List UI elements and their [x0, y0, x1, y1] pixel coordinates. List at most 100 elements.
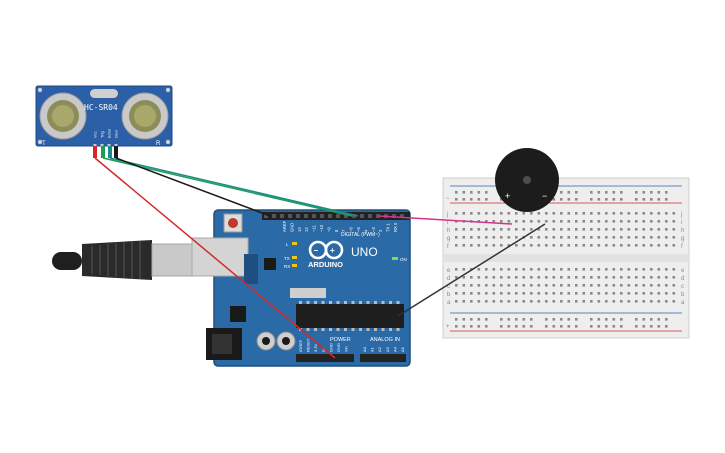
rail-hole[interactable] — [455, 318, 458, 321]
rail-hole[interactable] — [635, 198, 638, 201]
terminal-hole[interactable] — [590, 236, 593, 239]
terminal-hole[interactable] — [575, 228, 578, 231]
terminal-hole[interactable] — [642, 284, 646, 287]
terminal-hole[interactable] — [485, 236, 488, 239]
terminal-hole[interactable] — [582, 300, 586, 303]
terminal-hole[interactable] — [620, 268, 623, 271]
terminal-hole[interactable] — [590, 212, 593, 215]
terminal-hole[interactable] — [545, 268, 548, 271]
terminal-hole[interactable] — [575, 236, 578, 239]
terminal-hole[interactable] — [605, 220, 608, 223]
terminal-hole[interactable] — [462, 244, 466, 247]
terminal-hole[interactable] — [665, 284, 668, 287]
terminal-hole[interactable] — [470, 300, 473, 303]
terminal-hole[interactable] — [642, 228, 646, 231]
digital-pin[interactable] — [312, 214, 316, 218]
rail-hole[interactable] — [575, 198, 578, 201]
rail-hole[interactable] — [522, 325, 526, 328]
terminal-hole[interactable] — [515, 276, 518, 279]
rail-hole[interactable] — [552, 318, 556, 321]
rail-hole[interactable] — [665, 318, 668, 321]
terminal-hole[interactable] — [530, 220, 533, 223]
terminal-hole[interactable] — [672, 236, 676, 239]
terminal-hole[interactable] — [567, 212, 571, 215]
terminal-hole[interactable] — [560, 212, 563, 215]
wire-buzzer-gnd[interactable] — [397, 223, 546, 317]
rail-hole[interactable] — [455, 325, 458, 328]
terminal-hole[interactable] — [590, 268, 593, 271]
terminal-hole[interactable] — [507, 212, 511, 215]
rail-hole[interactable] — [657, 318, 661, 321]
terminal-hole[interactable] — [597, 268, 601, 271]
terminal-hole[interactable] — [530, 292, 533, 295]
terminal-hole[interactable] — [627, 220, 631, 223]
terminal-hole[interactable] — [530, 236, 533, 239]
terminal-hole[interactable] — [552, 212, 556, 215]
digital-pin[interactable] — [272, 214, 276, 218]
terminal-hole[interactable] — [522, 300, 526, 303]
rail-hole[interactable] — [635, 318, 638, 321]
rail-hole[interactable] — [605, 191, 608, 194]
rail-hole[interactable] — [500, 325, 503, 328]
rail-hole[interactable] — [560, 191, 563, 194]
terminal-hole[interactable] — [620, 236, 623, 239]
piezo-buzzer[interactable]: + − — [495, 148, 559, 212]
terminal-hole[interactable] — [575, 276, 578, 279]
terminal-hole[interactable] — [665, 212, 668, 215]
rail-hole[interactable] — [515, 325, 518, 328]
terminal-hole[interactable] — [627, 276, 631, 279]
rail-hole[interactable] — [575, 191, 578, 194]
terminal-hole[interactable] — [560, 236, 563, 239]
terminal-hole[interactable] — [642, 244, 646, 247]
rail-hole[interactable] — [597, 198, 601, 201]
rail-hole[interactable] — [477, 191, 481, 194]
terminal-hole[interactable] — [612, 300, 616, 303]
terminal-hole[interactable] — [455, 292, 458, 295]
rail-hole[interactable] — [590, 325, 593, 328]
rail-hole[interactable] — [590, 318, 593, 321]
terminal-hole[interactable] — [515, 268, 518, 271]
rail-hole[interactable] — [567, 325, 571, 328]
terminal-hole[interactable] — [560, 292, 563, 295]
terminal-hole[interactable] — [552, 300, 556, 303]
terminal-hole[interactable] — [545, 244, 548, 247]
terminal-hole[interactable] — [522, 220, 526, 223]
rail-hole[interactable] — [530, 325, 533, 328]
terminal-hole[interactable] — [597, 236, 601, 239]
terminal-hole[interactable] — [560, 268, 563, 271]
terminal-hole[interactable] — [657, 228, 661, 231]
terminal-hole[interactable] — [515, 300, 518, 303]
terminal-hole[interactable] — [462, 284, 466, 287]
terminal-hole[interactable] — [605, 212, 608, 215]
terminal-hole[interactable] — [470, 244, 473, 247]
terminal-hole[interactable] — [627, 268, 631, 271]
rail-hole[interactable] — [500, 198, 503, 201]
digital-pin[interactable] — [352, 214, 356, 218]
terminal-hole[interactable] — [620, 276, 623, 279]
terminal-hole[interactable] — [507, 300, 511, 303]
terminal-hole[interactable] — [492, 268, 496, 271]
terminal-hole[interactable] — [597, 284, 601, 287]
terminal-hole[interactable] — [507, 236, 511, 239]
terminal-hole[interactable] — [477, 228, 481, 231]
terminal-hole[interactable] — [635, 292, 638, 295]
terminal-hole[interactable] — [462, 236, 466, 239]
terminal-hole[interactable] — [477, 300, 481, 303]
terminal-hole[interactable] — [537, 244, 541, 247]
terminal-hole[interactable] — [612, 244, 616, 247]
terminal-hole[interactable] — [642, 220, 646, 223]
terminal-hole[interactable] — [545, 236, 548, 239]
digital-pin[interactable] — [320, 214, 324, 218]
terminal-hole[interactable] — [537, 292, 541, 295]
terminal-hole[interactable] — [477, 276, 481, 279]
terminal-hole[interactable] — [477, 236, 481, 239]
rail-hole[interactable] — [575, 318, 578, 321]
terminal-hole[interactable] — [672, 244, 676, 247]
terminal-hole[interactable] — [462, 212, 466, 215]
terminal-hole[interactable] — [672, 284, 676, 287]
terminal-hole[interactable] — [627, 212, 631, 215]
terminal-hole[interactable] — [560, 284, 563, 287]
terminal-hole[interactable] — [650, 212, 653, 215]
terminal-hole[interactable] — [462, 228, 466, 231]
